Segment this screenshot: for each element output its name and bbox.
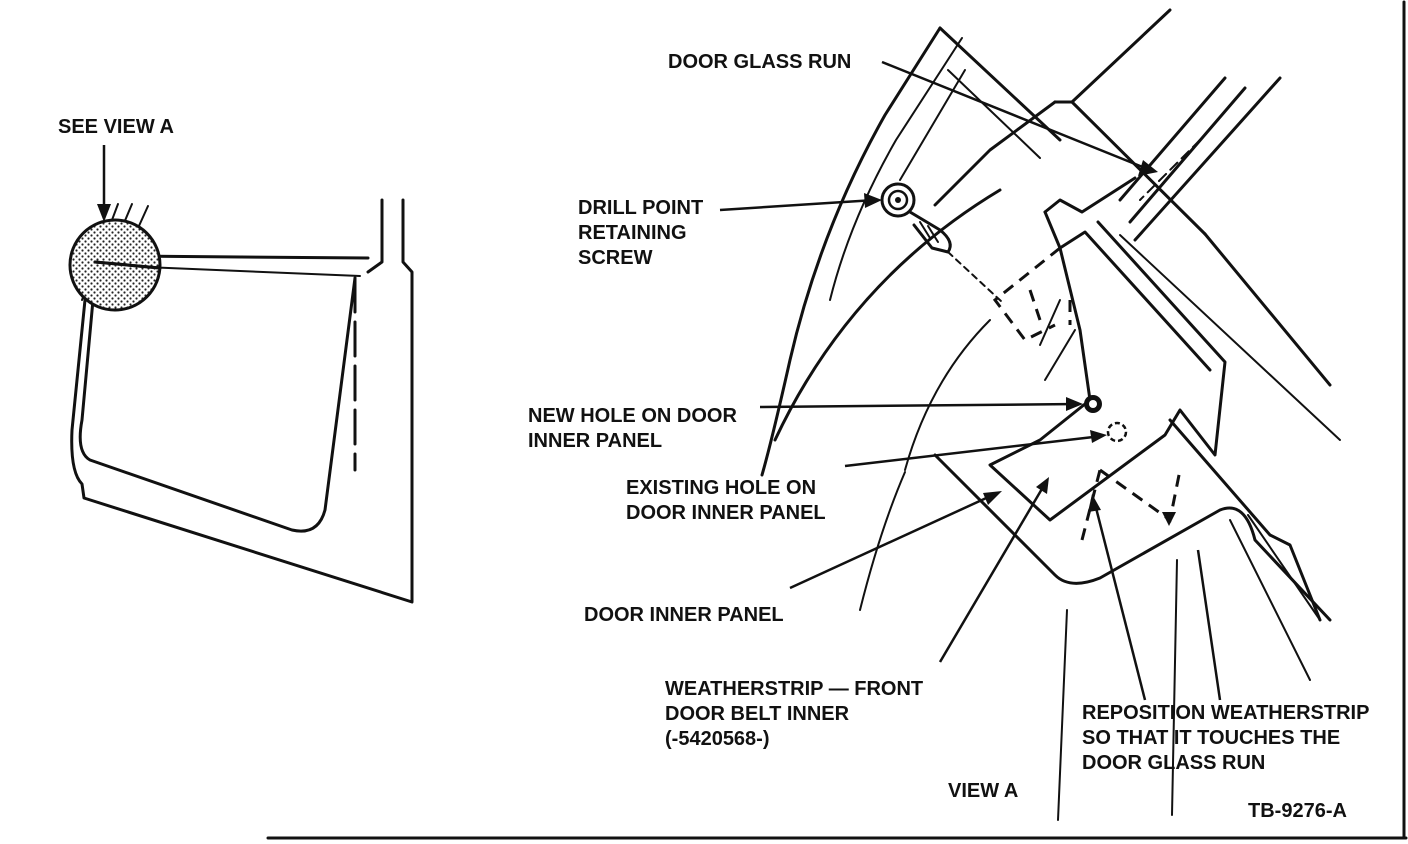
leader-lines — [719, 60, 1222, 701]
svg-text:RETAINING: RETAINING — [578, 222, 687, 244]
svg-text:SO THAT IT TOUCHES THE: SO THAT IT TOUCHES THE — [1082, 727, 1340, 749]
view-a-label: VIEW A — [948, 780, 1018, 802]
svg-text:DOOR BELT INNER: DOOR BELT INNER — [665, 703, 850, 725]
reposition-label: REPOSITION WEATHERSTRIP SO THAT IT TOUCH… — [1082, 702, 1369, 774]
see-view-a-label: SEE VIEW A — [58, 116, 174, 138]
svg-text:DOOR INNER PANEL: DOOR INNER PANEL — [626, 502, 826, 524]
door-glass-run-label: DOOR GLASS RUN — [668, 51, 851, 73]
existing-hole-label: EXISTING HOLE ON DOOR INNER PANEL — [626, 477, 826, 524]
svg-text:(-5420568-): (-5420568-) — [665, 728, 770, 750]
svg-text:REPOSITION WEATHERSTRIP: REPOSITION WEATHERSTRIP — [1082, 702, 1369, 724]
svg-text:WEATHERSTRIP — FRONT: WEATHERSTRIP — FRONT — [665, 678, 923, 700]
figure-id-label: TB-9276-A — [1248, 800, 1347, 822]
weatherstrip-label: WEATHERSTRIP — FRONT DOOR BELT INNER (-5… — [665, 678, 923, 750]
svg-text:EXISTING HOLE ON: EXISTING HOLE ON — [626, 477, 816, 499]
new-hole-marker — [1084, 395, 1102, 413]
see-view-a-arrowhead — [97, 204, 111, 222]
svg-text:SCREW: SCREW — [578, 247, 653, 269]
drill-point-screw — [880, 182, 1003, 303]
svg-text:INNER PANEL: INNER PANEL — [528, 430, 662, 452]
new-hole-label: NEW HOLE ON DOOR INNER PANEL — [528, 405, 737, 452]
svg-text:NEW HOLE ON DOOR: NEW HOLE ON DOOR — [528, 405, 737, 427]
svg-text:DOOR GLASS RUN: DOOR GLASS RUN — [1082, 752, 1265, 774]
drill-point-label: DRILL POINT RETAINING SCREW — [578, 197, 703, 269]
svg-text:DRILL POINT: DRILL POINT — [578, 197, 703, 219]
door-inner-panel-label: DOOR INNER PANEL — [584, 604, 784, 626]
existing-hole-marker — [1106, 421, 1128, 443]
view-a-drawing — [760, 8, 1341, 821]
